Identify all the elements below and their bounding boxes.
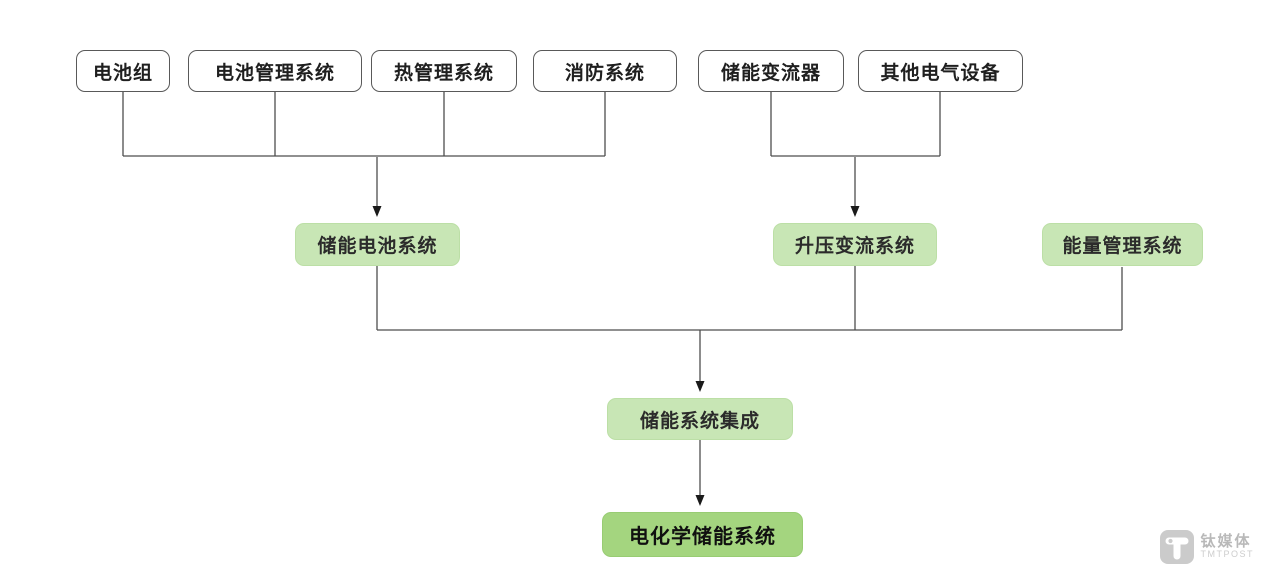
node-fire-protection-system: 消防系统 — [533, 50, 677, 92]
tmtpost-brand-text: 钛媒体 TMTPOST — [1200, 532, 1255, 560]
node-other-electrical-equipment-label: 其他电气设备 — [880, 62, 1001, 84]
node-storage-converter: 储能变流器 — [698, 50, 844, 92]
node-storage-system-integration: 储能系统集成 — [607, 398, 793, 440]
node-electrochemical-storage-system-label: 电化学储能系统 — [629, 526, 776, 548]
node-battery-management-system-label: 电池管理系统 — [214, 62, 335, 84]
tmtpost-brand-cn: 钛媒体 — [1200, 532, 1252, 550]
node-battery-management-system: 电池管理系统 — [188, 50, 362, 92]
tmtpost-brand-en: TMTPOST — [1200, 549, 1254, 560]
node-storage-battery-system: 储能电池系统 — [295, 223, 460, 266]
node-fire-protection-system-label: 消防系统 — [564, 62, 645, 84]
node-thermal-management-system: 热管理系统 — [371, 50, 517, 92]
node-battery-pack: 电池组 — [76, 50, 170, 92]
node-thermal-management-system-label: 热管理系统 — [393, 62, 494, 84]
node-storage-system-integration-label: 储能系统集成 — [639, 410, 760, 432]
tmtpost-logo-icon — [1159, 530, 1194, 564]
node-other-electrical-equipment: 其他电气设备 — [858, 50, 1023, 92]
node-energy-management-system: 能量管理系统 — [1042, 223, 1203, 266]
node-battery-pack-label: 电池组 — [92, 62, 153, 84]
node-electrochemical-storage-system: 电化学储能系统 — [602, 512, 803, 557]
node-energy-management-system-label: 能量管理系统 — [1062, 236, 1183, 257]
node-boost-converter-system-label: 升压变流系统 — [794, 236, 915, 257]
tmtpost-watermark: 钛媒体 TMTPOST — [1159, 530, 1255, 564]
node-boost-converter-system: 升压变流系统 — [773, 223, 937, 266]
node-storage-converter-label: 储能变流器 — [720, 62, 821, 84]
node-storage-battery-system-label: 储能电池系统 — [317, 236, 438, 257]
